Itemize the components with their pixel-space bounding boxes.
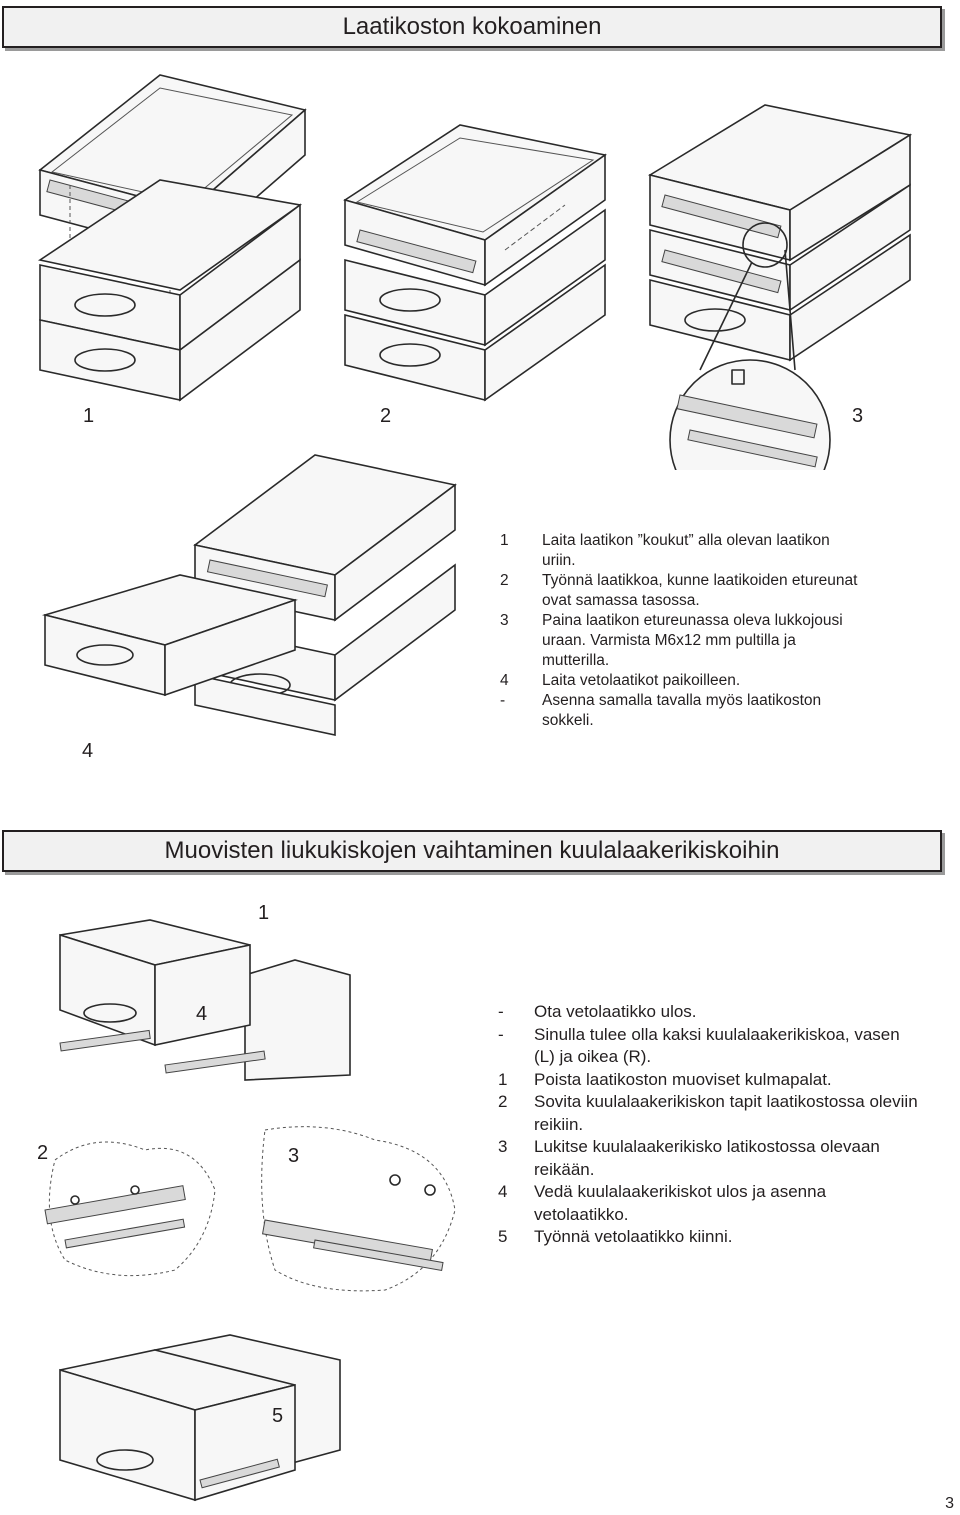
illustration-rail-detail-3	[255, 1120, 465, 1300]
figure-label-2: 2	[380, 405, 392, 427]
section-title: Muovisten liukukiskojen vaihtaminen kuul…	[164, 837, 780, 864]
list-item: -Asenna samalla tavalla myös laatikoston…	[500, 692, 822, 729]
illustration-stack-4	[40, 450, 460, 740]
figure-label-2: 2	[37, 1142, 49, 1164]
figure-label-1: 1	[83, 405, 95, 427]
illustration-stack-1	[30, 70, 310, 410]
list-item: -Sinulla tulee olla kaksi kuulalaakeriki…	[498, 1024, 900, 1067]
figure-label-1: 1	[258, 902, 270, 924]
section-title: Laatikoston kokoaminen	[342, 13, 602, 40]
figure-label-5: 5	[272, 1405, 284, 1427]
illustration-rail-drawer	[45, 915, 365, 1095]
page-number: 3	[945, 1495, 954, 1512]
figure-label-4: 4	[82, 740, 94, 762]
figure-label-4: 4	[196, 1003, 208, 1025]
figure-label-3: 3	[288, 1145, 300, 1167]
rail-steps: -Ota vetolaatikko ulos. -Sinulla tulee o…	[498, 1001, 918, 1249]
illustration-rail-closed	[55, 1330, 355, 1510]
section-header-assembly: Laatikoston kokoaminen	[2, 6, 942, 48]
figure-label-3: 3	[852, 405, 864, 427]
illustration-rail-detail-2	[35, 1120, 235, 1290]
section-header-rails: Muovisten liukukiskojen vaihtaminen kuul…	[2, 830, 942, 872]
illustration-stack-3	[640, 100, 920, 470]
illustration-stack-2	[335, 120, 615, 410]
list-item: -Ota vetolaatikko ulos.	[498, 1002, 697, 1021]
